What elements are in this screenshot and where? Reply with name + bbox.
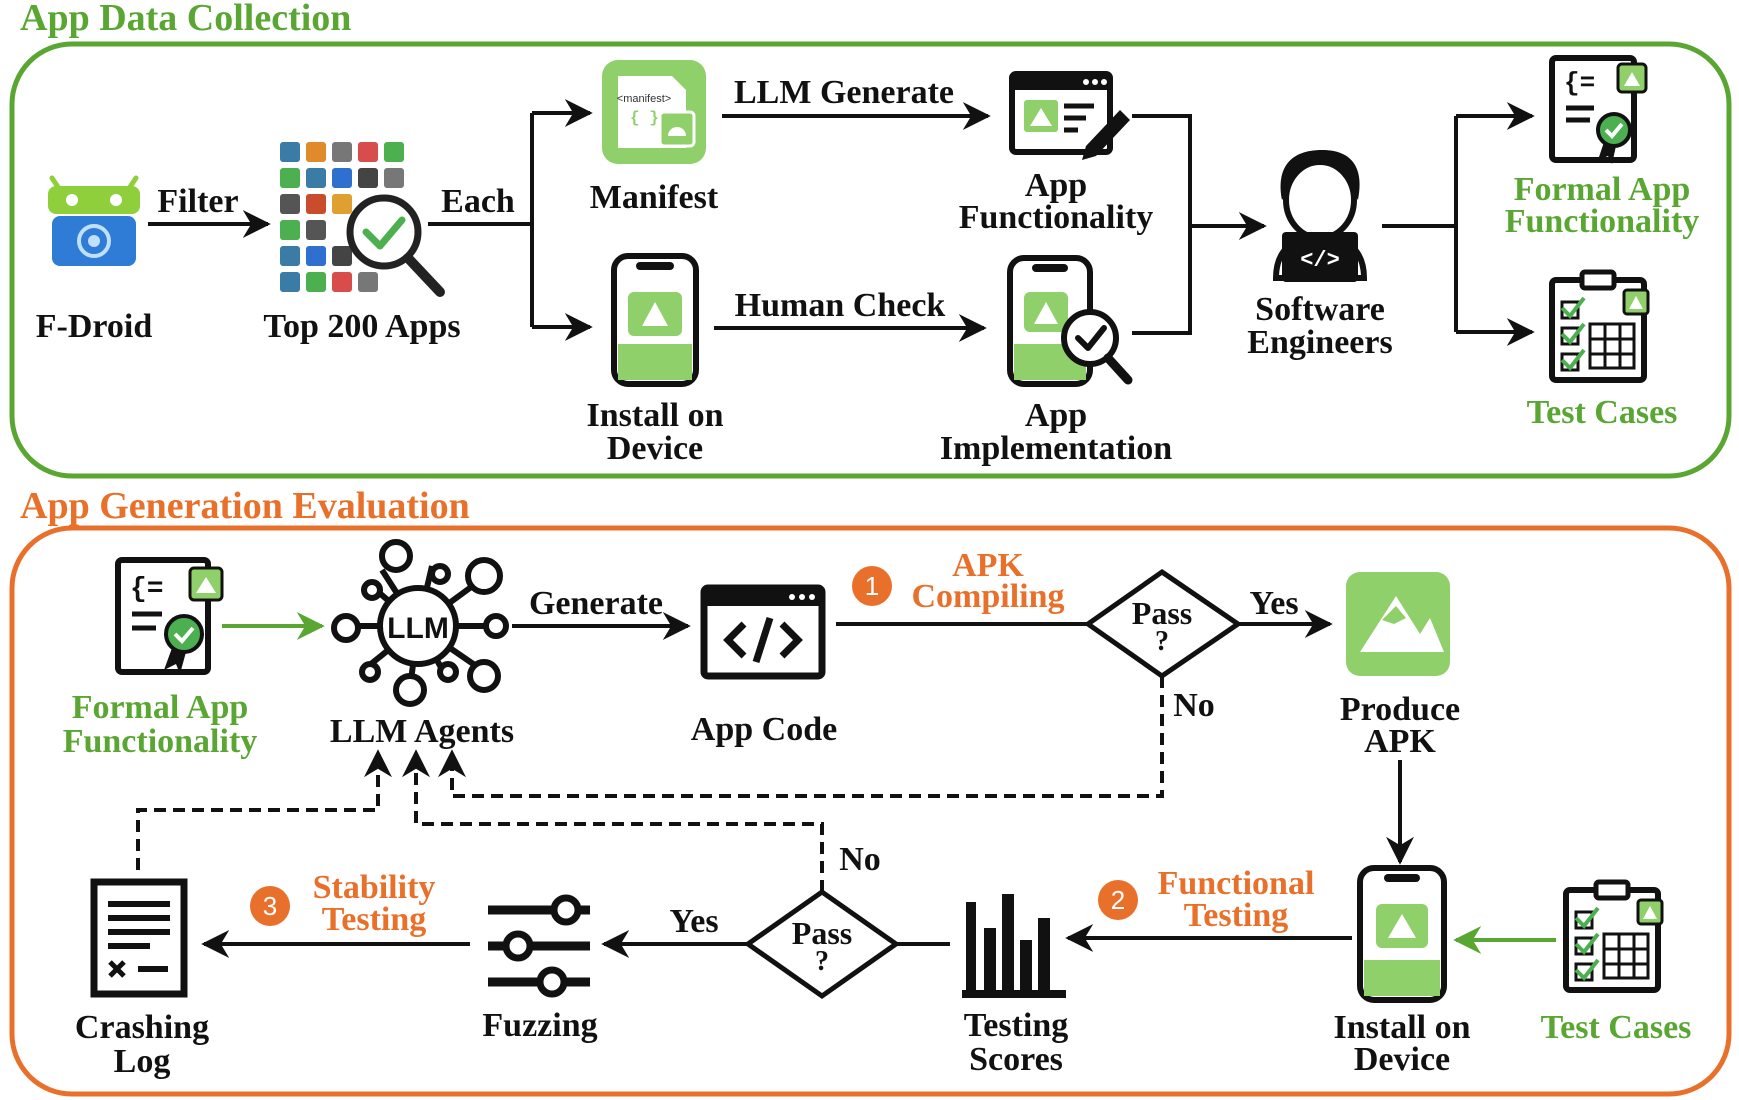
filter-label: Filter (157, 183, 238, 220)
log-feedback (136, 749, 392, 870)
pass-1-q: ? (1155, 626, 1169, 657)
fuzz-label: Fuzzing (482, 1007, 597, 1044)
formal-top-label-1: Formal App (1514, 171, 1691, 208)
svg-text:</>: </> (1300, 248, 1340, 273)
manifest-icon: <manifest> { } (602, 60, 706, 164)
no-1-label: No (1173, 687, 1215, 724)
install-top-label-2: Device (607, 430, 703, 467)
step-3-badge (250, 886, 290, 926)
app-grid-icon (280, 142, 404, 292)
install-bottom-label-1: Install on (1334, 1009, 1471, 1046)
tests-top-label: Test Cases (1527, 394, 1678, 431)
apk-icon (1346, 572, 1450, 676)
scores-label-2: Scores (969, 1041, 1063, 1078)
formal-bottom-label-1: Formal App (72, 689, 249, 726)
bottom-section-frame (9, 525, 1732, 1097)
fdroid-icon (48, 175, 140, 266)
step-2-badge (1098, 880, 1138, 920)
clipboard-test-icon-top (1549, 269, 1650, 383)
step-3-line-2: Testing (322, 901, 427, 938)
formal-bottom-label-2: Functionality (63, 723, 258, 760)
code-window-icon (700, 584, 826, 680)
produce-label-1: Produce (1340, 691, 1460, 728)
engineers-label-1: Software (1255, 291, 1385, 328)
certificate-icon-top: {= (1549, 55, 1648, 164)
impl-label-2: Implementation (940, 430, 1172, 467)
agents-label: LLM Agents (330, 713, 514, 750)
formal-top-label-2: Functionality (1505, 203, 1700, 240)
no-2-feedback (402, 749, 824, 892)
tests-bottom-label: Test Cases (1541, 1009, 1692, 1046)
certificate-icon-bottom: {= (115, 557, 224, 675)
pass-2-q: ? (815, 946, 829, 977)
pass-2-text: Pass (792, 915, 852, 951)
step-1-line-2: Compiling (911, 578, 1064, 615)
step-3-number: 3 (263, 891, 277, 921)
step-1-badge (852, 566, 892, 606)
step-2-line-1: Functional (1158, 865, 1315, 902)
produce-label-2: APK (1364, 723, 1436, 760)
func-label-1: App (1025, 167, 1087, 204)
crash-log-icon (90, 878, 188, 998)
install-bottom-label-2: Device (1354, 1041, 1450, 1078)
magnifier-check-icon (346, 194, 445, 297)
manifest-label: Manifest (590, 179, 719, 216)
generate-label: Generate (529, 585, 663, 622)
svg-text:{=: {= (1564, 68, 1595, 98)
step-1-line-1: APK (952, 547, 1024, 584)
yes-2-label: Yes (669, 903, 718, 940)
sliders-icon (488, 894, 590, 998)
llm-agents-icon: LLM (331, 539, 509, 707)
no-1-feedback (438, 676, 1164, 798)
svg-text:{ }: { } (630, 109, 659, 127)
step-2-line-2: Testing (1184, 897, 1289, 934)
manifest-doc-text: <manifest> (617, 93, 671, 105)
llm-generate-label: LLM Generate (734, 74, 954, 111)
clipboard-test-icon-bottom (1563, 879, 1664, 993)
bar-chart-icon (962, 894, 1066, 998)
bottom-section-title: App Generation Evaluation (20, 485, 470, 527)
app-window-edit-icon (1009, 71, 1130, 160)
engineers-label-2: Engineers (1247, 324, 1392, 361)
llm-badge-text: LLM (387, 612, 449, 645)
step-1-number: 1 (865, 571, 879, 601)
fdroid-label: F-Droid (36, 308, 153, 345)
pass-1-text: Pass (1132, 595, 1192, 631)
pass-decision-2 (743, 888, 901, 1000)
top-section-frame (9, 41, 1732, 479)
log-label-1: Crashing (75, 1009, 209, 1046)
no-2-label: No (839, 841, 881, 878)
func-label-2: Functionality (959, 199, 1154, 236)
phone-icon-bottom (1357, 865, 1447, 1003)
phone-check-icon (1007, 255, 1133, 387)
top-apps-label: Top 200 Apps (263, 308, 460, 345)
yes-1-label: Yes (1249, 585, 1298, 622)
scores-label-1: Testing (964, 1007, 1069, 1044)
human-check-label: Human Check (735, 287, 946, 324)
phone-icon-top (611, 253, 699, 387)
code-label: App Code (691, 711, 837, 748)
impl-label-1: App (1025, 397, 1087, 434)
top-section-title: App Data Collection (20, 0, 351, 39)
step-2-number: 2 (1111, 885, 1125, 915)
software-engineer-icon: </> (1272, 150, 1368, 282)
log-label-2: Log (114, 1043, 171, 1080)
each-label: Each (441, 183, 515, 220)
install-top-label-1: Install on (587, 397, 724, 434)
svg-text:{=: {= (130, 574, 164, 605)
step-3-line-1: Stability (313, 869, 436, 906)
